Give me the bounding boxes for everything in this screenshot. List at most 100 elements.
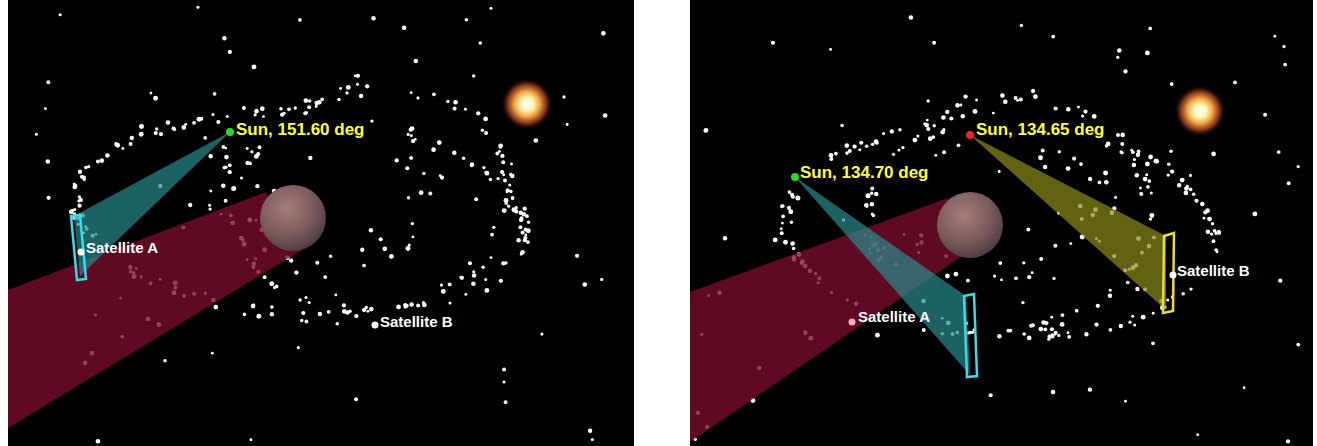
star-dot: [1039, 257, 1043, 261]
star-dot: [1077, 106, 1080, 109]
star-dot: [1124, 400, 1127, 403]
star-dot: [1114, 196, 1117, 199]
star-dot: [1217, 230, 1221, 234]
sun-marker: [966, 131, 974, 139]
star-dot: [993, 275, 996, 278]
sun-marker: [226, 128, 234, 136]
star-dot: [1053, 244, 1057, 248]
star-dot: [307, 105, 311, 109]
star-dot: [1206, 229, 1211, 234]
star-dot: [1014, 276, 1018, 280]
star-dot: [320, 97, 324, 101]
star-dot: [1128, 321, 1131, 324]
star-dot: [600, 278, 603, 281]
star-dot: [273, 286, 276, 289]
star-dot: [105, 153, 110, 158]
star-dot: [875, 333, 880, 338]
star-dot: [289, 258, 293, 262]
star-dot: [1022, 332, 1026, 336]
star-dot: [1147, 179, 1151, 183]
star-dot: [484, 288, 489, 293]
star-dot: [1146, 185, 1150, 189]
star-dot: [452, 150, 457, 155]
satellite-label: Satellite A: [86, 240, 158, 257]
sun-marker: [791, 173, 799, 181]
star-dot: [485, 171, 489, 175]
star-dot: [1031, 89, 1035, 93]
star-dot: [45, 159, 50, 164]
star-dot: [1148, 155, 1153, 160]
star-dot: [422, 172, 426, 176]
star-dot: [514, 209, 518, 213]
star-dot: [506, 188, 510, 192]
star-dot: [389, 254, 394, 259]
star-dot: [1213, 230, 1216, 233]
sensor-cone: [795, 177, 970, 375]
star-dot: [1072, 157, 1076, 161]
star-dot: [901, 146, 904, 149]
star-dot: [356, 83, 359, 86]
star-dot: [1194, 199, 1198, 203]
star-dot: [406, 246, 411, 251]
star-dot: [909, 15, 914, 20]
star-dot: [287, 107, 291, 111]
star-dot: [1167, 162, 1171, 166]
star-dot: [251, 304, 256, 309]
star-dot: [228, 50, 232, 54]
star-dot: [829, 157, 833, 161]
star-dot: [223, 166, 227, 170]
star-dot: [601, 31, 606, 36]
star-dot: [882, 132, 885, 135]
star-dot: [795, 196, 800, 201]
star-dot: [1083, 110, 1087, 114]
star-dot: [96, 439, 101, 444]
star-dot: [840, 124, 844, 128]
star-dot: [1096, 304, 1100, 308]
star-dot: [504, 198, 509, 203]
sensor-beam: [690, 198, 962, 442]
star-dot: [224, 147, 227, 150]
star-dot: [975, 99, 978, 102]
star-dot: [540, 333, 543, 336]
star-dot: [359, 94, 363, 98]
star-dot: [79, 198, 83, 202]
star-dot: [407, 196, 410, 199]
star-dot: [523, 206, 527, 210]
star-dot: [366, 310, 369, 313]
star-dot: [953, 272, 958, 277]
star-dot: [1079, 162, 1083, 166]
star-dot: [966, 279, 970, 283]
star-dot: [149, 92, 152, 95]
star-dot: [1166, 298, 1169, 301]
star-dot: [723, 236, 727, 240]
star-dot: [932, 124, 935, 127]
star-dot: [932, 41, 936, 45]
star-dot: [166, 120, 171, 125]
star-dot: [790, 221, 793, 224]
star-dot: [1103, 171, 1108, 176]
star-dot: [69, 210, 73, 214]
star-dot: [1143, 177, 1148, 182]
star-dot: [923, 122, 926, 125]
star-dot: [154, 131, 158, 135]
star-dot: [788, 209, 793, 214]
satellite-label: Satellite B: [1177, 263, 1250, 280]
star-dot: [492, 226, 495, 229]
star-dot: [1133, 158, 1136, 161]
star-dot: [1098, 181, 1102, 185]
star-dot: [224, 199, 228, 203]
star-dot: [263, 275, 267, 279]
star-dot: [139, 132, 144, 137]
star-dot: [345, 91, 348, 94]
star-dot: [78, 170, 82, 174]
star-dot: [1211, 222, 1214, 225]
star-dot: [184, 123, 187, 126]
star-dot: [1119, 150, 1122, 153]
star-dot: [482, 166, 485, 169]
star-dot: [1297, 165, 1300, 168]
star-dot: [1252, 211, 1257, 216]
star-dot: [422, 301, 425, 304]
star-dot: [502, 368, 506, 372]
star-dot: [870, 186, 874, 190]
star-dot: [1106, 142, 1111, 147]
